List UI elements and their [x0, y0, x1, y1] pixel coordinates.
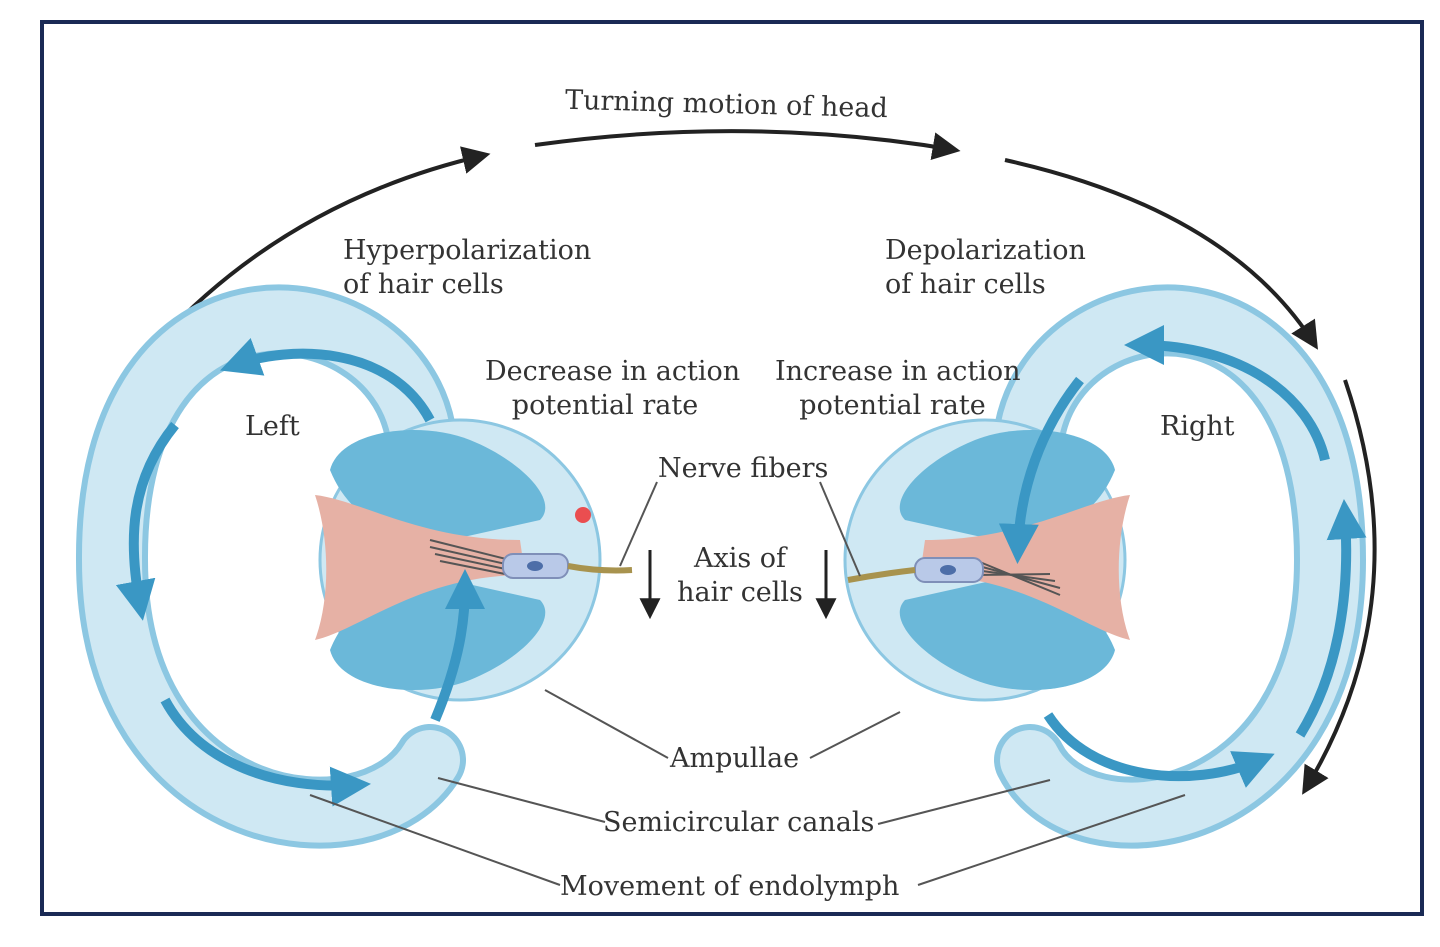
- axis-label-line2: hair cells: [677, 577, 803, 608]
- hyperpolarization-label-line2: of hair cells: [343, 269, 504, 300]
- ampullae-label: Ampullae: [670, 743, 800, 774]
- left-label: Left: [245, 411, 300, 442]
- red-dot-marker: [575, 507, 591, 523]
- semicircular-canals-label: Semicircular canals: [603, 807, 875, 838]
- endolymph-label: Movement of endolymph: [560, 871, 900, 902]
- axis-label-line1: Axis of: [693, 543, 787, 574]
- nerve-fibers-label: Nerve fibers: [658, 453, 829, 484]
- axis-arrows: [639, 550, 837, 620]
- right-canal: [843, 284, 1367, 849]
- hyperpolarization-label-line1: Hyperpolarization: [343, 235, 592, 266]
- depolarization-label-line1: Depolarization: [885, 235, 1086, 266]
- increase-rate-label-line2: potential rate: [799, 390, 986, 421]
- depolarization-label-line2: of hair cells: [885, 269, 1046, 300]
- left-canal: [75, 284, 633, 849]
- decrease-rate-label-line2: potential rate: [511, 390, 699, 421]
- leader-lines: [309, 481, 1186, 886]
- decrease-rate-label-line1: Decrease in action: [485, 356, 741, 387]
- increase-rate-label-line1: Increase in action: [775, 356, 1021, 387]
- right-label: Right: [1160, 411, 1235, 442]
